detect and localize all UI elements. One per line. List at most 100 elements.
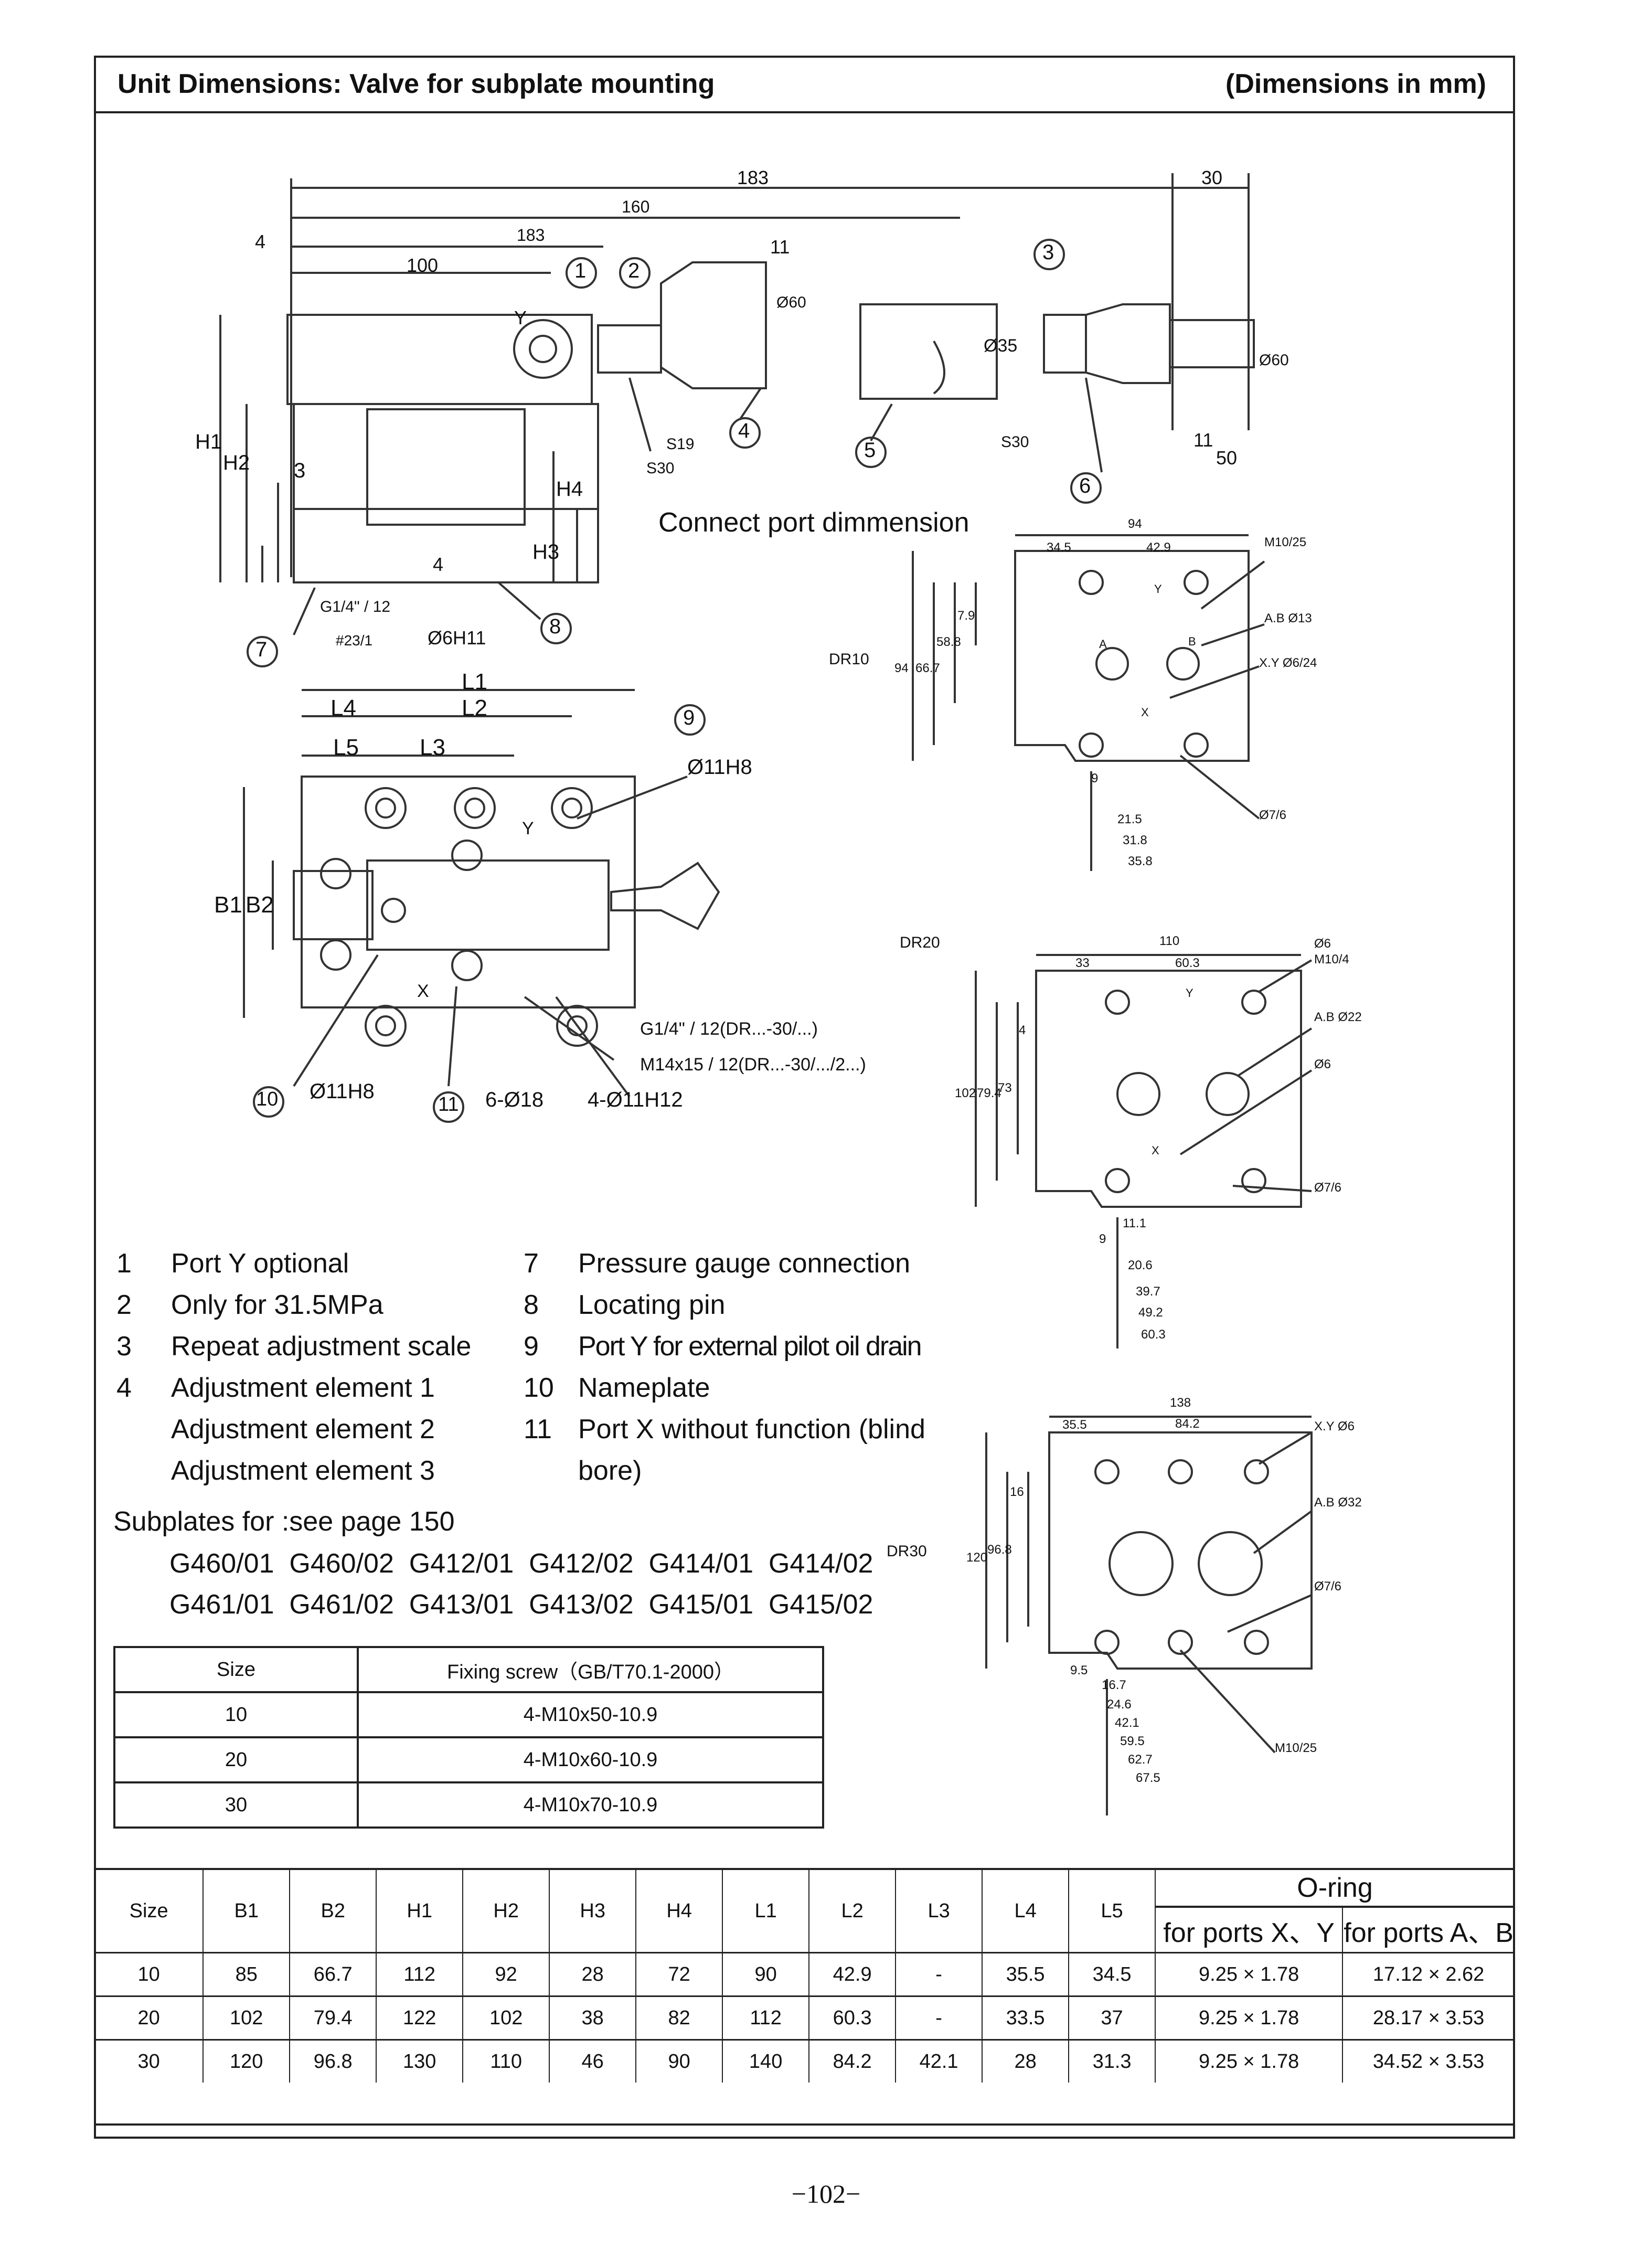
subplates-row: G460/01 G460/02 G412/01 G412/02 G414/01 … [169, 1548, 873, 1579]
table-header: for ports A、B [1342, 1906, 1515, 1953]
dim-label: 20.6 [1128, 1258, 1153, 1272]
wrench-size-label: S19 [666, 436, 695, 453]
dim-label: 9 [1099, 1232, 1106, 1246]
table-row: 10 85 66.7 112 92 28 72 90 42.9 - 35.5 3… [93, 1952, 1515, 1996]
wrench-size-label: S30 [646, 460, 675, 477]
port-label: A [1099, 638, 1107, 651]
dim-label: 94 [894, 661, 909, 675]
dim-label: 35.5 [1062, 1418, 1087, 1432]
table-header: H2 [462, 1868, 550, 1953]
table-header: H3 [549, 1868, 637, 1953]
bore-label: Ø7/6 [1259, 808, 1287, 822]
dim-label: H1 [195, 430, 222, 453]
callout-9: 9 [683, 706, 695, 729]
table-header: L2 [808, 1868, 897, 1953]
dim-label: 96.8 [987, 1543, 1012, 1557]
table-spacer-row [94, 2083, 1515, 2126]
dim-label: B1 [214, 892, 242, 918]
dim-label: 79.4 [977, 1086, 1001, 1100]
fixing-screw-table: Size Fixing screw（GB/T70.1-2000） 10 4-M1… [113, 1646, 824, 1829]
table-header-row: Size B1 B2 H1 H2 H3 H4 L1 L2 L3 L4 L5 O-… [93, 1868, 1515, 1953]
table-cell: 35.5 [982, 1952, 1070, 1996]
table-cell: - [895, 1952, 983, 1996]
dim-label: 66.7 [915, 661, 940, 675]
table-cell: 85 [202, 1952, 291, 1996]
legend-item: Adjustment element 3 [171, 1456, 435, 1486]
legend-item: Adjustment element 2 [171, 1414, 435, 1445]
port-label: X [417, 981, 429, 1001]
table-cell: 31.3 [1068, 2039, 1156, 2083]
port-label: X [1141, 706, 1149, 719]
thread-label: M14x15 / 12(DR...-30/.../2...) [640, 1055, 866, 1075]
dim-label: L1 [462, 669, 487, 695]
table-cell: 20 [93, 1995, 204, 2040]
table-header: H1 [376, 1868, 464, 1953]
table-cell: 60.3 [808, 1995, 897, 2040]
table-cell: 92 [462, 1952, 550, 1996]
table-header: L3 [895, 1868, 983, 1953]
table-header: O-ring [1155, 1868, 1515, 1907]
dim-label: 58.8 [936, 635, 961, 649]
bore-label: 4-Ø11H12 [588, 1088, 683, 1111]
callout-2: 2 [628, 259, 640, 282]
dim-label: 138 [1170, 1396, 1191, 1410]
table-header: Fixing screw（GB/T70.1-2000） [357, 1646, 824, 1693]
table-cell: 4-M10x70-10.9 [357, 1781, 824, 1829]
table-spacer [94, 2083, 1515, 2126]
table-header-row: for ports X、Y for ports A、B [94, 1906, 1515, 1953]
port-label: Y [522, 819, 534, 838]
dim-label: L3 [420, 735, 445, 760]
dim-label: B2 [246, 892, 274, 918]
bore-label: A.B Ø32 [1314, 1495, 1362, 1510]
table-cell: 17.12 × 2.62 [1342, 1952, 1515, 1996]
table-cell: 9.25 × 1.78 [1155, 1952, 1344, 1996]
dim-label: 183 [737, 167, 769, 188]
table-cell: 140 [722, 2039, 810, 2083]
dim-label: 31.8 [1123, 833, 1147, 847]
dim-label: 39.7 [1136, 1284, 1160, 1299]
callout-10: 10 [256, 1088, 279, 1110]
table-cell: 112 [376, 1952, 464, 1996]
dim-label: 120 [966, 1550, 988, 1565]
table-header-row: Size Fixing screw（GB/T70.1-2000） [113, 1646, 824, 1693]
dim-label: 4 [255, 231, 266, 252]
callout-7: 7 [255, 638, 268, 661]
table-cell: 28.17 × 3.53 [1342, 1995, 1515, 2040]
dim-label: 84.2 [1175, 1417, 1200, 1431]
table-cell: 10 [93, 1952, 204, 1996]
dim-label: 110 [1159, 934, 1180, 948]
table-cell: 30 [113, 1781, 359, 1829]
table-header: for ports X、Y [1155, 1906, 1344, 1953]
table-cell: 9.25 × 1.78 [1155, 1995, 1344, 2040]
dim-label: 49.2 [1138, 1305, 1163, 1320]
table-cell: - [895, 1995, 983, 2040]
port-size-dr20: DR20 [900, 934, 940, 951]
dim-label: 35.8 [1128, 854, 1153, 868]
table-cell: 42.9 [808, 1952, 897, 1996]
callout-4: 4 [738, 419, 750, 442]
dim-label: Ø60 [776, 294, 806, 311]
table-row: 20 102 79.4 122 102 38 82 112 60.3 - 33.… [93, 1995, 1515, 2040]
table-cell: 96.8 [289, 2039, 377, 2083]
dim-label: 11.1 [1123, 1216, 1146, 1230]
table-header: B2 [289, 1868, 377, 1953]
table-header: L5 [1068, 1868, 1156, 1953]
dim-label: 4 [433, 554, 444, 575]
table-cell: 120 [202, 2039, 291, 2083]
dim-label: H4 [556, 477, 583, 501]
port-y-label: Y [514, 307, 527, 328]
port-label: Y [1186, 986, 1193, 1000]
dim-label: 183 [517, 226, 545, 245]
table-cell: 9.25 × 1.78 [1155, 2039, 1344, 2083]
dim-label: 30 [1201, 167, 1223, 188]
dim-label: 9.5 [1070, 1663, 1088, 1677]
table-cell: 28 [982, 2039, 1070, 2083]
dim-label: 102 [955, 1086, 976, 1100]
table-row: 30 4-M10x70-10.9 [113, 1781, 824, 1829]
